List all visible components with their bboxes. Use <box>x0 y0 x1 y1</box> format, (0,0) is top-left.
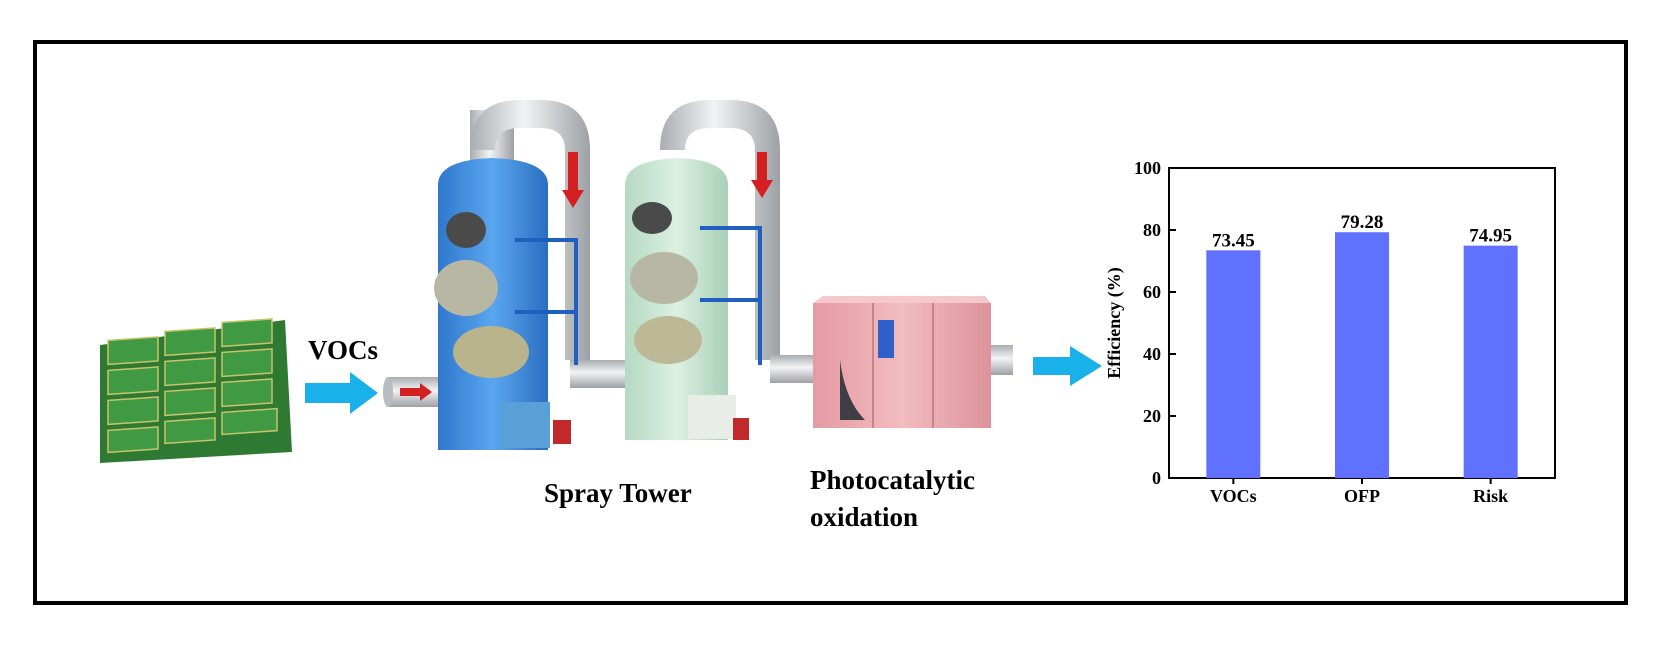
spray-tower-1 <box>434 100 630 450</box>
figure-frame <box>33 40 1628 605</box>
y-tick-label: 100 <box>1134 158 1161 178</box>
x-tick-label: Risk <box>1473 486 1508 506</box>
data-label: 74.95 <box>1469 226 1512 247</box>
spray-tower-2 <box>625 100 820 440</box>
data-label: 79.28 <box>1341 212 1384 233</box>
y-tick-label: 20 <box>1143 406 1161 426</box>
y-axis-label: Efficiency (%) <box>1104 267 1125 378</box>
bar <box>1463 245 1518 478</box>
x-tick-label: VOCs <box>1210 486 1257 506</box>
y-tick-label: 60 <box>1143 282 1161 302</box>
y-tick-label: 0 <box>1152 468 1161 488</box>
vocs-flow-arrow <box>305 372 378 414</box>
spray-tower-label: Spray Tower <box>544 478 692 508</box>
bar <box>1335 232 1389 478</box>
y-tick-label: 40 <box>1143 344 1161 364</box>
output-flow-arrow <box>1033 346 1102 386</box>
pcb-boards-image <box>100 318 292 463</box>
bar <box>1206 250 1261 478</box>
y-tick-label: 80 <box>1143 220 1161 240</box>
vocs-input-label: VOCs <box>308 335 378 365</box>
x-tick-label: OFP <box>1344 486 1380 506</box>
data-label: 73.45 <box>1212 230 1255 251</box>
photocatalytic-unit <box>813 296 1013 428</box>
photocatalytic-label: Photocatalytic oxidation <box>810 465 975 532</box>
